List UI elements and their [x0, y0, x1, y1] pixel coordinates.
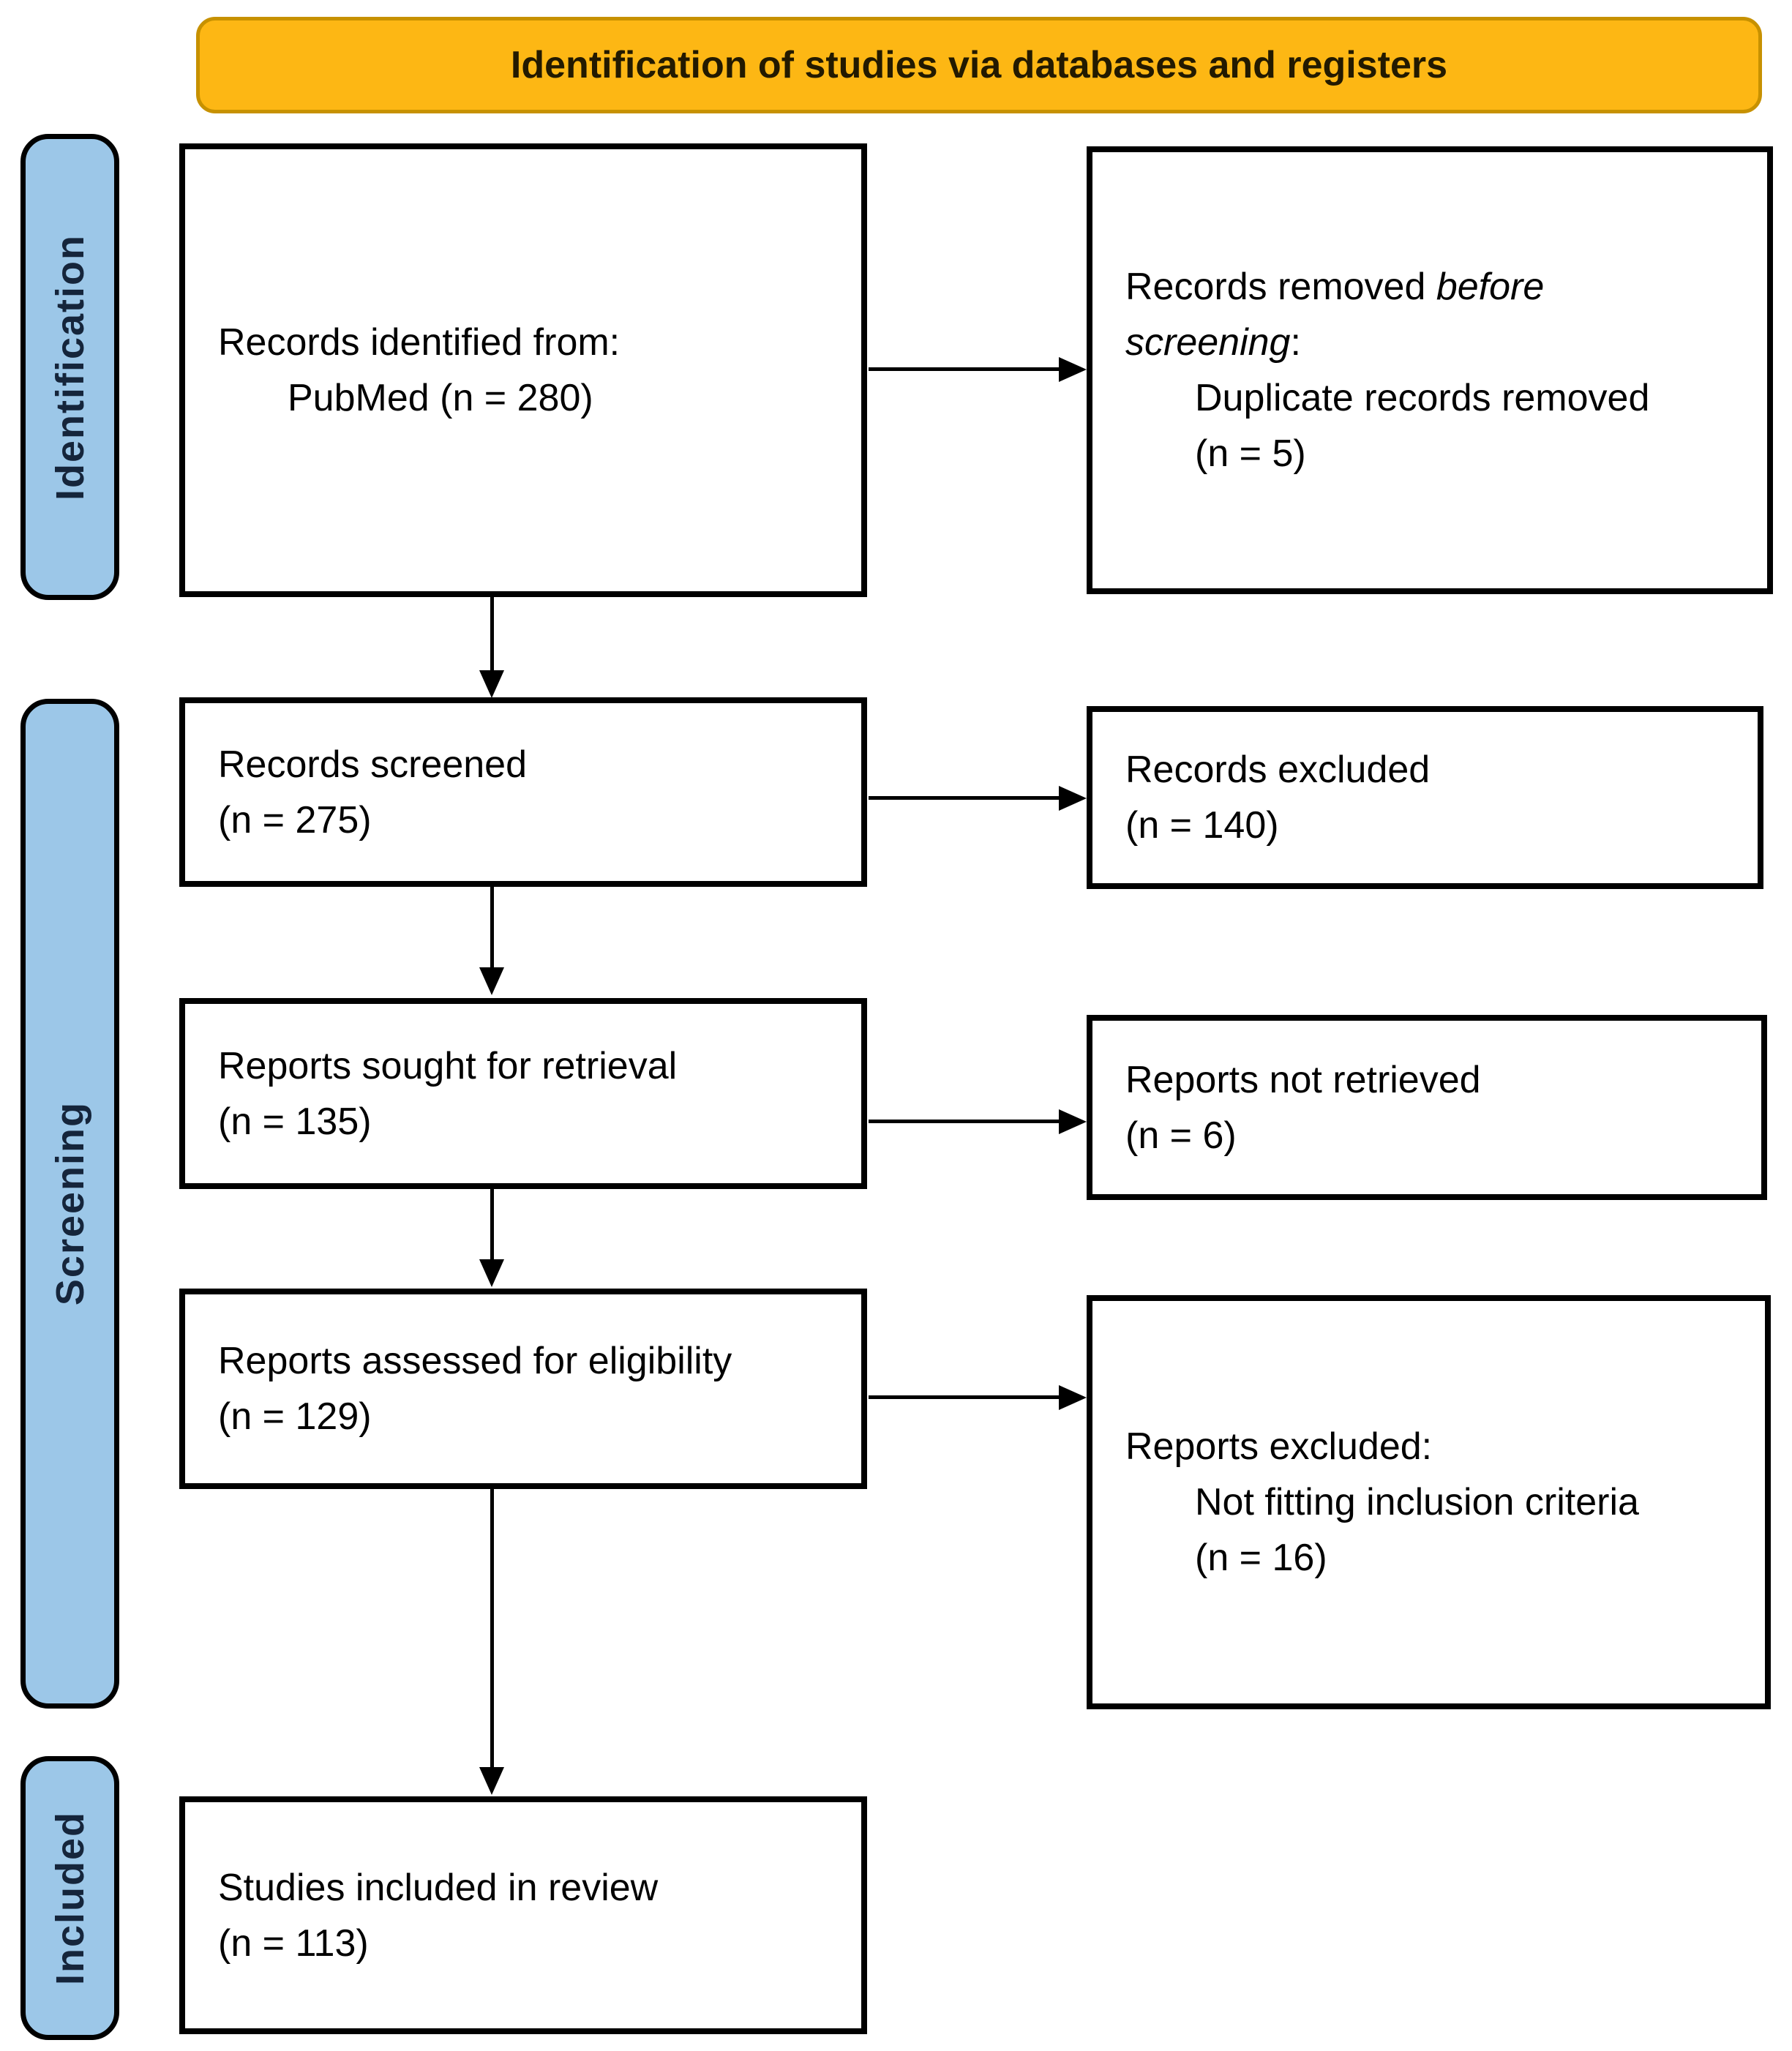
stage-pill-included: Included [20, 1756, 119, 2040]
arrow-down-icon [479, 1767, 504, 1795]
reports-assessed-line1: Reports assessed for eligibility [218, 1340, 732, 1382]
records-excluded-line1: Records excluded [1125, 749, 1431, 791]
stage-label-included: Included [48, 1810, 92, 1985]
stage-label-screening: Screening [48, 1101, 92, 1306]
stage-pill-identification: Identification [20, 134, 119, 600]
reports-excluded-line1: Reports excluded: [1125, 1425, 1433, 1468]
box-records-excluded: Records excluded (n = 140) [1087, 706, 1763, 889]
reports-not-retrieved-line2: (n = 6) [1125, 1114, 1237, 1157]
box-studies-included: Studies included in review (n = 113) [179, 1796, 867, 2034]
records-removed-line1-italic: before screening [1125, 266, 1545, 364]
box-reports-not-retrieved: Reports not retrieved (n = 6) [1087, 1015, 1767, 1200]
arrow-right-icon [1059, 1385, 1087, 1410]
banner-databases-registers: Identification of studies via databases … [196, 17, 1762, 113]
studies-included-line2: (n = 113) [218, 1921, 369, 1965]
records-removed-line1-post: : [1290, 321, 1301, 364]
arrow-line [869, 796, 1060, 800]
box-records-identified: Records identified from: PubMed (n = 280… [179, 143, 867, 597]
records-removed-line1: Records removed before screening: [1125, 259, 1638, 370]
box-records-screened: Records screened (n = 275) [179, 697, 867, 887]
arrow-line [869, 1395, 1060, 1399]
records-removed-line1-pre: Records removed [1125, 266, 1436, 308]
reports-sought-line2: (n = 135) [218, 1100, 372, 1143]
reports-excluded-line2: Not fitting inclusion criteria [1195, 1481, 1639, 1523]
box-reports-assessed: Reports assessed for eligibility (n = 12… [179, 1289, 867, 1489]
reports-not-retrieved-line1: Reports not retrieved [1125, 1058, 1481, 1101]
arrow-line [490, 887, 494, 969]
banner-label: Identification of studies via databases … [510, 44, 1448, 86]
arrow-line [869, 1120, 1060, 1123]
box-reports-excluded: Reports excluded: Not fitting inclusion … [1087, 1295, 1771, 1709]
records-identified-line2: PubMed (n = 280) [288, 377, 593, 419]
arrow-line [490, 1489, 494, 1769]
reports-excluded-line3: (n = 16) [1195, 1537, 1327, 1579]
arrow-down-icon [479, 967, 504, 995]
stage-pill-screening: Screening [20, 699, 119, 1709]
arrow-right-icon [1059, 786, 1087, 811]
records-screened-line2: (n = 275) [218, 798, 372, 841]
arrow-right-icon [1059, 1109, 1087, 1134]
studies-included-line1: Studies included in review [218, 1866, 659, 1909]
records-identified-line1: Records identified from: [218, 321, 621, 364]
reports-sought-line1: Reports sought for retrieval [218, 1044, 678, 1087]
records-removed-line3: (n = 5) [1195, 432, 1306, 475]
arrow-line [490, 597, 494, 673]
records-removed-line2: Duplicate records removed [1195, 377, 1650, 419]
arrow-line [869, 367, 1060, 371]
stage-label-identification: Identification [48, 233, 92, 500]
arrow-right-icon [1059, 357, 1087, 382]
arrow-down-icon [479, 1259, 504, 1287]
arrow-down-icon [479, 670, 504, 698]
box-reports-sought: Reports sought for retrieval (n = 135) [179, 998, 867, 1189]
records-excluded-line2: (n = 140) [1125, 804, 1279, 847]
reports-assessed-line2: (n = 129) [218, 1395, 372, 1438]
arrow-line [490, 1189, 494, 1261]
box-records-removed-before-screening: Records removed before screening: Duplic… [1087, 146, 1773, 594]
records-screened-line1: Records screened [218, 743, 527, 786]
